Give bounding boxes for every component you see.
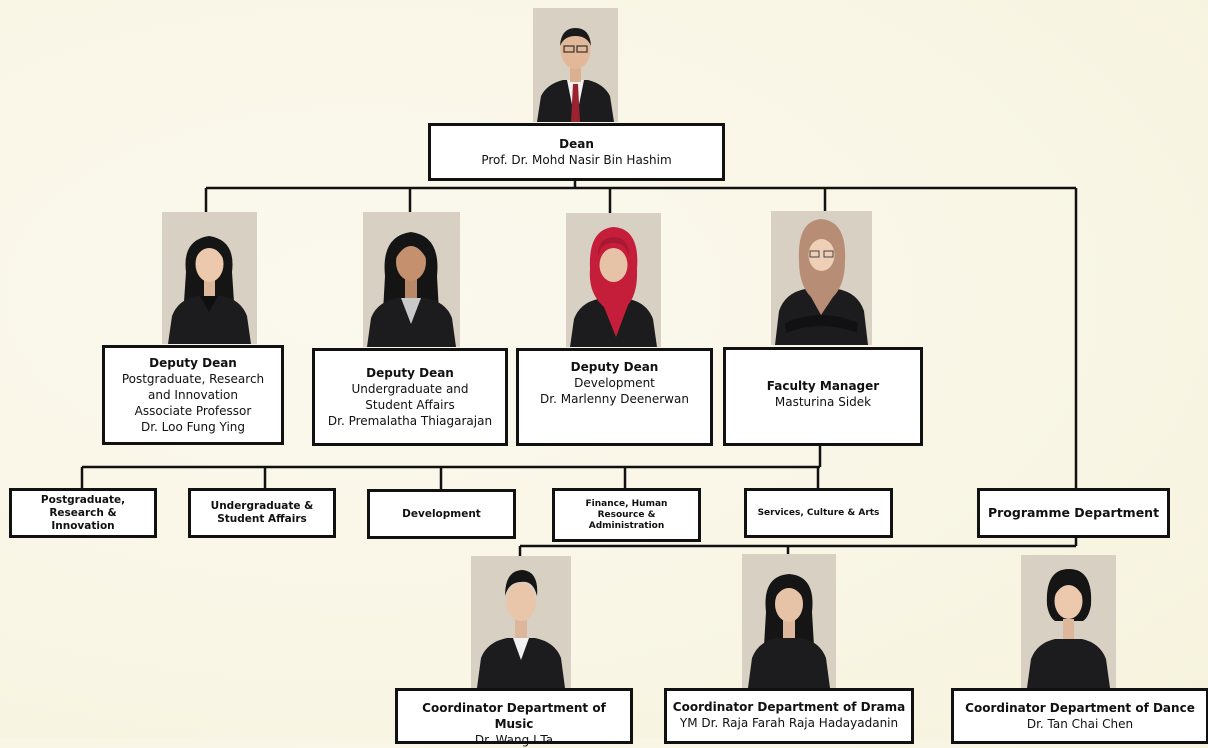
deputy-postgrad-box: Deputy Dean Postgraduate, Research and I… <box>102 345 284 445</box>
deputy-undergrad-title: Deputy Dean <box>366 366 454 380</box>
unit-undergrad-line1: Undergraduate & <box>210 500 314 512</box>
faculty-manager-box: Faculty Manager Masturina Sidek <box>723 347 923 446</box>
dean-box: Dean Prof. Dr. Mohd Nasir Bin Hashim <box>428 123 725 181</box>
coord-drama-photo <box>742 554 836 688</box>
deputy-undergrad-photo <box>363 212 460 347</box>
unit-development-label: Development <box>402 507 481 520</box>
coord-drama-title: Coordinator Department of Drama <box>672 700 906 714</box>
deputy-development-line1: Development <box>574 376 655 390</box>
deputy-development-name: Dr. Marlenny Deenerwan <box>540 392 689 406</box>
unit-services-box: Services, Culture & Arts <box>744 488 893 538</box>
unit-finance-line1: Finance, Human <box>585 498 668 509</box>
coord-dance-name: Dr. Tan Chai Chen <box>1026 717 1134 731</box>
deputy-undergrad-box: Deputy Dean Undergraduate and Student Af… <box>312 348 508 446</box>
coord-drama-box: Coordinator Department of Drama YM Dr. R… <box>664 688 914 744</box>
dean-title: Dean <box>559 137 594 151</box>
deputy-postgrad-line3: Associate Professor <box>134 404 252 418</box>
programme-department-box: Programme Department <box>977 488 1170 538</box>
deputy-postgrad-line2: and Innovation <box>148 388 238 402</box>
faculty-manager-photo <box>771 211 872 345</box>
deputy-development-box: Deputy Dean Development Dr. Marlenny Dee… <box>516 348 713 446</box>
deputy-development-photo <box>566 213 661 347</box>
unit-development-box: Development <box>367 489 516 539</box>
deputy-development-title: Deputy Dean <box>570 360 659 374</box>
unit-undergrad-line2: Student Affairs <box>217 513 307 525</box>
deputy-postgrad-title: Deputy Dean <box>149 356 237 370</box>
faculty-manager-name: Masturina Sidek <box>774 395 872 409</box>
unit-finance-line3: Administration <box>588 520 665 531</box>
coord-music-box: Coordinator Department of Music Dr. Wang… <box>395 688 633 747</box>
coord-dance-photo <box>1021 555 1116 688</box>
unit-postgrad-box: Postgraduate, Research & Innovation <box>9 488 157 538</box>
coord-music-title: Coordinator Department of Music <box>422 701 606 731</box>
unit-postgrad-line2: Research & Innovation <box>49 506 117 532</box>
dean-name: Prof. Dr. Mohd Nasir Bin Hashim <box>481 153 672 167</box>
deputy-postgrad-photo <box>162 212 257 344</box>
coord-drama-name: YM Dr. Raja Farah Raja Hadayadanin <box>679 716 899 730</box>
deputy-undergrad-line2: Student Affairs <box>365 398 455 412</box>
deputy-postgrad-name: Dr. Loo Fung Ying <box>140 420 246 434</box>
programme-department-label: Programme Department <box>987 505 1160 520</box>
deputy-undergrad-line1: Undergraduate and <box>351 382 469 396</box>
deputy-postgrad-line1: Postgraduate, Research <box>121 372 265 386</box>
unit-services-label: Services, Culture & Arts <box>757 507 880 518</box>
unit-finance-line2: Resource & <box>597 509 656 520</box>
unit-finance-box: Finance, Human Resource & Administration <box>552 488 701 542</box>
dean-photo <box>533 8 618 122</box>
faculty-manager-title: Faculty Manager <box>766 379 880 393</box>
unit-undergrad-box: Undergraduate & Student Affairs <box>188 488 336 538</box>
coord-music-photo <box>471 556 571 688</box>
deputy-undergrad-name: Dr. Premalatha Thiagarajan <box>327 414 493 428</box>
coord-dance-box: Coordinator Department of Dance Dr. Tan … <box>951 688 1208 744</box>
unit-postgrad-line1: Postgraduate, <box>40 493 126 506</box>
coord-music-name: Dr. Wang I Ta <box>474 733 554 747</box>
coord-dance-title: Coordinator Department of Dance <box>965 701 1195 715</box>
